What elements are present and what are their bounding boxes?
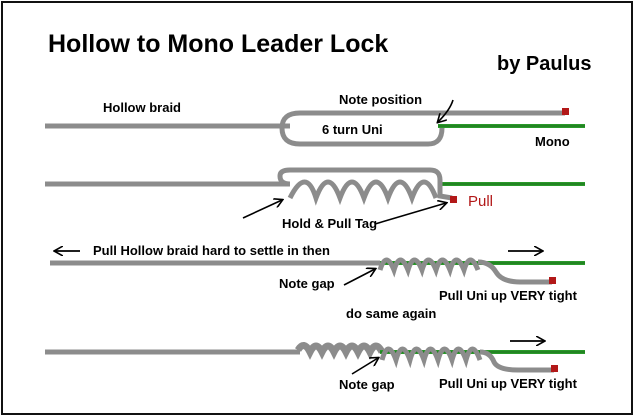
uni-loop-2 xyxy=(277,167,453,201)
step-2-wraps: Pull Hold & Pull Tag xyxy=(45,167,585,231)
tag-line-4 xyxy=(479,349,554,373)
label-hollow-braid: Hollow braid xyxy=(103,100,181,115)
label-do-same-again: do same again xyxy=(346,306,436,321)
label-note-gap-1: Note gap xyxy=(279,276,335,291)
uni-wraps-2 xyxy=(287,179,439,206)
note-position-arrow xyxy=(438,99,454,122)
note-gap-arrow-2 xyxy=(351,358,378,375)
label-pull-hollow-braid: Pull Hollow braid hard to settle in then xyxy=(93,243,330,258)
step-1-loop: Hollow braid Note position 6 turn Uni Mo… xyxy=(45,92,585,149)
label-pull-uni-tight-2: Pull Uni up VERY tight xyxy=(439,376,578,391)
label-six-turn-uni: 6 turn Uni xyxy=(322,122,383,137)
hold-arrow xyxy=(242,200,282,219)
note-gap-arrow-1 xyxy=(343,269,375,286)
label-note-gap-2: Note gap xyxy=(339,377,395,392)
tag-end-4 xyxy=(551,365,558,372)
label-note-position: Note position xyxy=(339,92,422,107)
label-pull-uni-tight-1: Pull Uni up VERY tight xyxy=(439,288,578,303)
author-credit: by Paulus xyxy=(497,53,591,75)
tag-line-3 xyxy=(477,259,552,285)
tag-end-1 xyxy=(562,108,569,115)
label-pull: Pull xyxy=(468,193,493,210)
step-4-repeat: Note gap Pull Uni up VERY tight xyxy=(45,341,585,392)
uni-wraps-3 xyxy=(377,257,481,278)
pull-tag-arrow xyxy=(374,203,446,225)
label-mono: Mono xyxy=(535,134,570,149)
label-hold-pull-tag: Hold & Pull Tag xyxy=(282,216,377,231)
uni-wraps-4 xyxy=(379,346,483,369)
diagram-title: Hollow to Mono Leader Lock xyxy=(48,30,388,58)
uni-loop-1 xyxy=(279,110,445,147)
tag-end-3 xyxy=(549,277,556,284)
step-3-settle: Pull Hollow braid hard to settle in then… xyxy=(50,243,585,321)
settled-knot-4 xyxy=(294,342,386,360)
tag-end-2 xyxy=(450,196,457,203)
